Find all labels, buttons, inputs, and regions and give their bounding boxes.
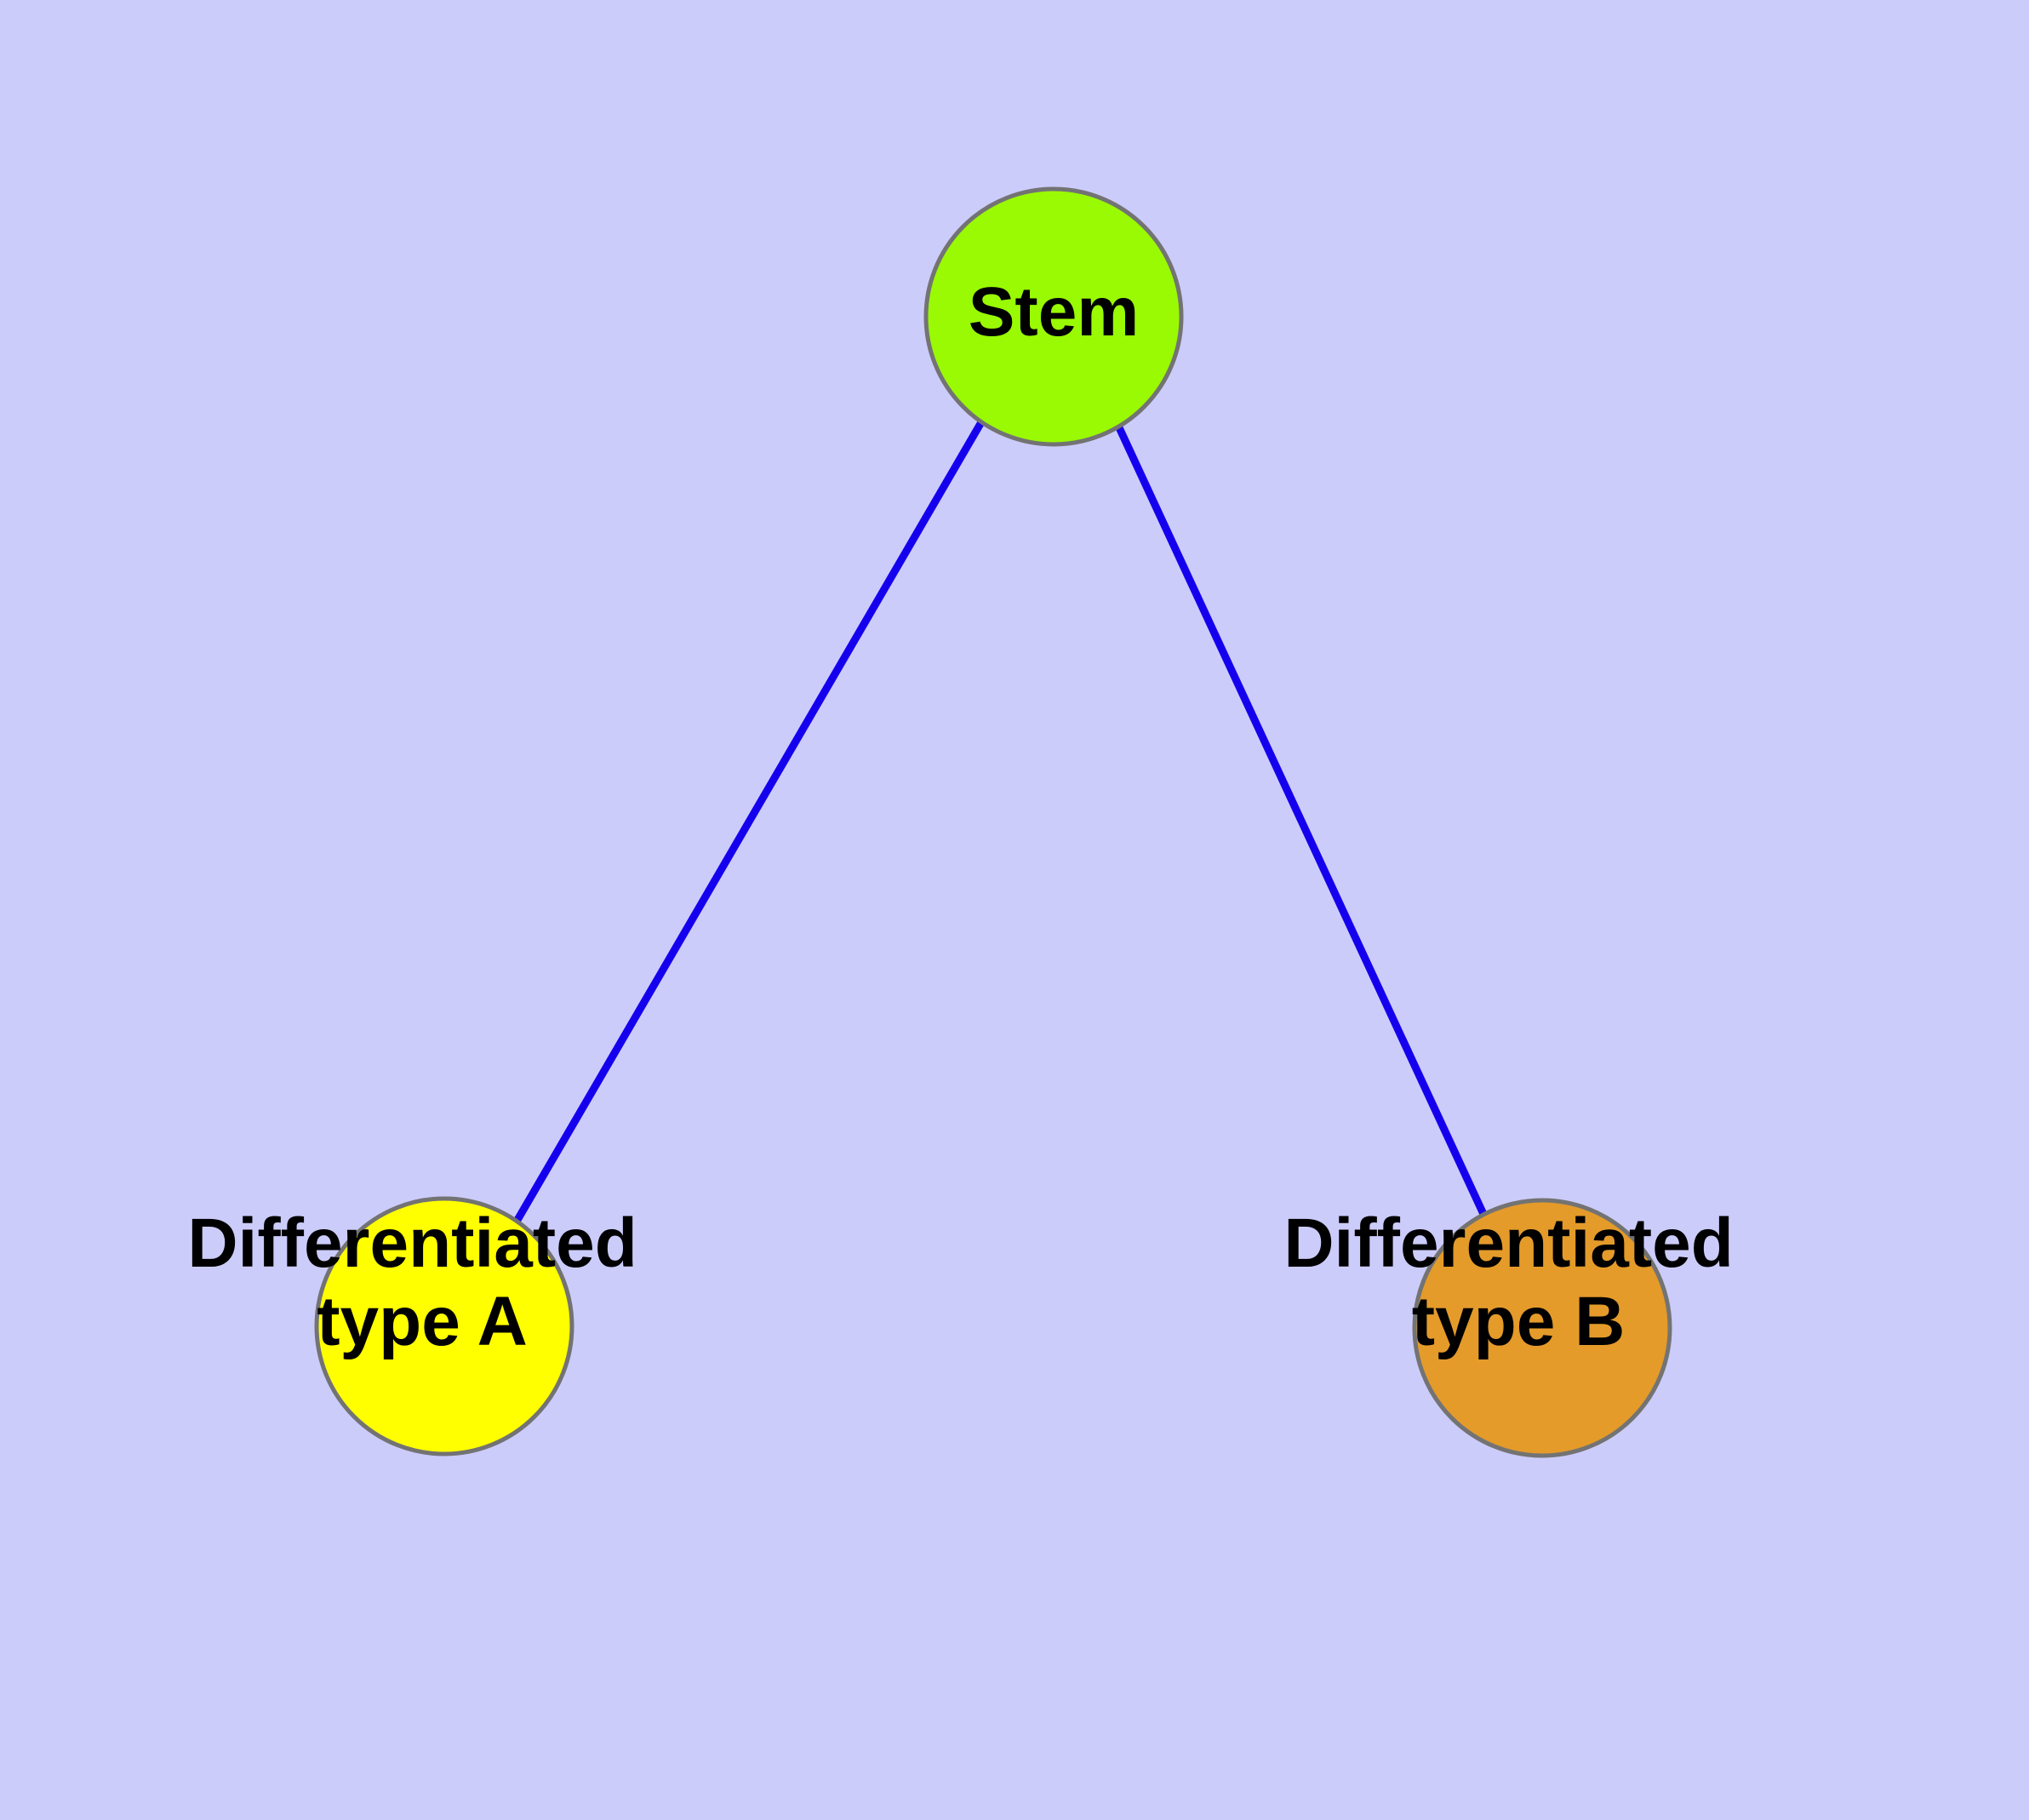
node-label-differentiated-type-a-line-2: type A bbox=[317, 1283, 528, 1360]
node-labels-group: Stem Differentiated type A Differentiate… bbox=[187, 273, 1752, 1360]
node-circle-differentiated-type-a[interactable] bbox=[314, 1196, 574, 1457]
node-circle-differentiated-type-b[interactable] bbox=[1412, 1198, 1672, 1458]
node-label-stem: Stem bbox=[969, 273, 1140, 351]
node-label-differentiated-type-a-line-1: Differentiated bbox=[187, 1205, 637, 1282]
node-label-differentiated-type-b-line-1: Differentiated bbox=[1283, 1205, 1734, 1282]
node-differentiated-type-b[interactable] bbox=[1412, 1198, 1672, 1458]
edge-stem-to-differentiated-type-b[interactable] bbox=[1113, 422, 1492, 1225]
node-differentiated-type-a[interactable] bbox=[314, 1196, 574, 1457]
node-stem[interactable] bbox=[923, 186, 1184, 447]
edge-stem-to-differentiated-type-a[interactable] bbox=[511, 420, 985, 1228]
node-circle-stem[interactable] bbox=[923, 186, 1184, 447]
node-label-differentiated-type-b-line-2: type B bbox=[1412, 1283, 1626, 1360]
node-label-differentiated-type-a: Differentiated type A bbox=[187, 1205, 656, 1360]
node-label-differentiated-type-b: Differentiated type B bbox=[1283, 1205, 1752, 1360]
node-label-stem-line-1: Stem bbox=[969, 273, 1140, 351]
edges-group bbox=[511, 420, 1492, 1228]
nodes-group bbox=[314, 186, 1672, 1458]
